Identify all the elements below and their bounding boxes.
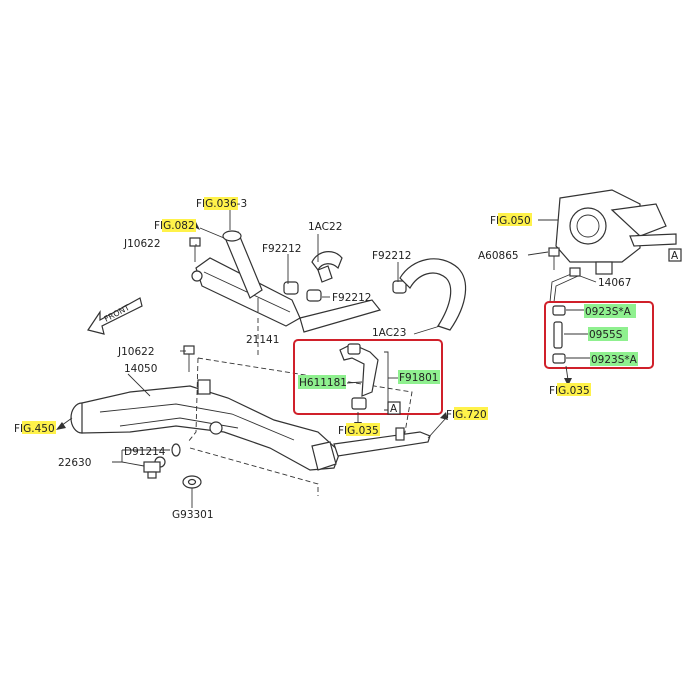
- dashed-outline: [187, 318, 413, 496]
- bolt-a60865: [548, 247, 560, 270]
- highlight-fig050: [498, 213, 532, 226]
- label-0955s: 0955S: [589, 329, 623, 341]
- hose-0955s: [553, 321, 563, 349]
- label-22630: 22630: [58, 457, 91, 469]
- label-1ac23: 1AC23: [372, 327, 406, 339]
- label-fig035-left: FIG.035: [338, 425, 379, 437]
- callout-box-left: [293, 339, 443, 415]
- ref-box-a-right: A: [668, 248, 682, 262]
- label-j10622-top: J10622: [123, 238, 161, 250]
- gasket-d91214: [171, 443, 181, 457]
- highlight-0923s-bottom: [590, 352, 638, 366]
- arrow-fig035-right: [564, 378, 572, 386]
- label-fig720: FIG.720: [446, 409, 487, 421]
- highlight-fig720: [454, 407, 488, 420]
- label-h611181: H611181: [299, 377, 347, 389]
- highlight-fig450: [22, 421, 56, 434]
- leader-lines: [57, 206, 597, 508]
- highlight-f91801: [398, 370, 440, 384]
- clamp-f92212-a: [283, 281, 299, 295]
- clamp-0923s-top: [552, 305, 566, 316]
- label-fig035-right: FIG.035: [549, 385, 590, 397]
- front-arrow: [87, 297, 143, 335]
- label-d91214: D91214: [124, 446, 166, 458]
- label-a60865: A60865: [478, 250, 519, 262]
- ref-a-right-text: A: [671, 250, 679, 262]
- label-fig050: FIG.050: [490, 215, 531, 227]
- bolt-j10622-bottom: [183, 345, 195, 372]
- coolant-pipe-21141: [191, 230, 382, 333]
- highlight-0955s: [588, 327, 628, 341]
- coolant-housing-14050: [70, 379, 341, 471]
- label-14050: 14050: [124, 363, 157, 375]
- highlight-fig082: [162, 219, 196, 232]
- highlight-fig036: [204, 197, 238, 210]
- clamp-0923s-bottom: [552, 353, 566, 364]
- label-fig036: FIG.036-3: [196, 198, 247, 210]
- hose-1ac23: [399, 258, 467, 331]
- label-f92212-b: F92212: [332, 292, 371, 304]
- pipe-to-fig720: [333, 427, 431, 457]
- label-fig082: FIG.082: [154, 220, 195, 232]
- label-fig450: FIG.450: [14, 423, 55, 435]
- hose-1ac22: [311, 251, 343, 283]
- hose-14067: [549, 267, 581, 303]
- label-21141: 21141: [246, 334, 279, 346]
- highlight-0923s-top: [584, 304, 636, 318]
- label-0923s-top: 0923S*A: [585, 306, 632, 318]
- hose-h611181: [339, 343, 379, 410]
- label-f92212-c: F92212: [372, 250, 411, 262]
- washer-g93301: [182, 475, 202, 489]
- highlight-h611181: [298, 375, 346, 389]
- clamp-f92212-c: [392, 280, 407, 294]
- arrow-fig720: [440, 412, 448, 420]
- bolt-j10622-top: [189, 237, 201, 262]
- ref-box-a-left: A: [387, 401, 401, 415]
- arrow-fig450: [56, 422, 66, 430]
- ref-a-left-text: A: [390, 403, 398, 415]
- callout-box-right: [544, 301, 654, 369]
- highlight-fig035-left: [346, 423, 380, 436]
- label-j10622-bottom: J10622: [117, 346, 155, 358]
- label-f91801: F91801: [399, 372, 438, 384]
- label-f92212-a: F92212: [262, 243, 301, 255]
- label-g93301: G93301: [172, 509, 214, 521]
- label-14067: 14067: [598, 277, 631, 289]
- throttle-body: [555, 189, 677, 275]
- label-1ac22: 1AC22: [308, 221, 342, 233]
- label-0923s-bottom: 0923S*A: [591, 354, 638, 366]
- highlight-fig035-right: [557, 383, 591, 396]
- clamp-f92212-b: [306, 289, 322, 302]
- sensor-22630: [143, 456, 166, 479]
